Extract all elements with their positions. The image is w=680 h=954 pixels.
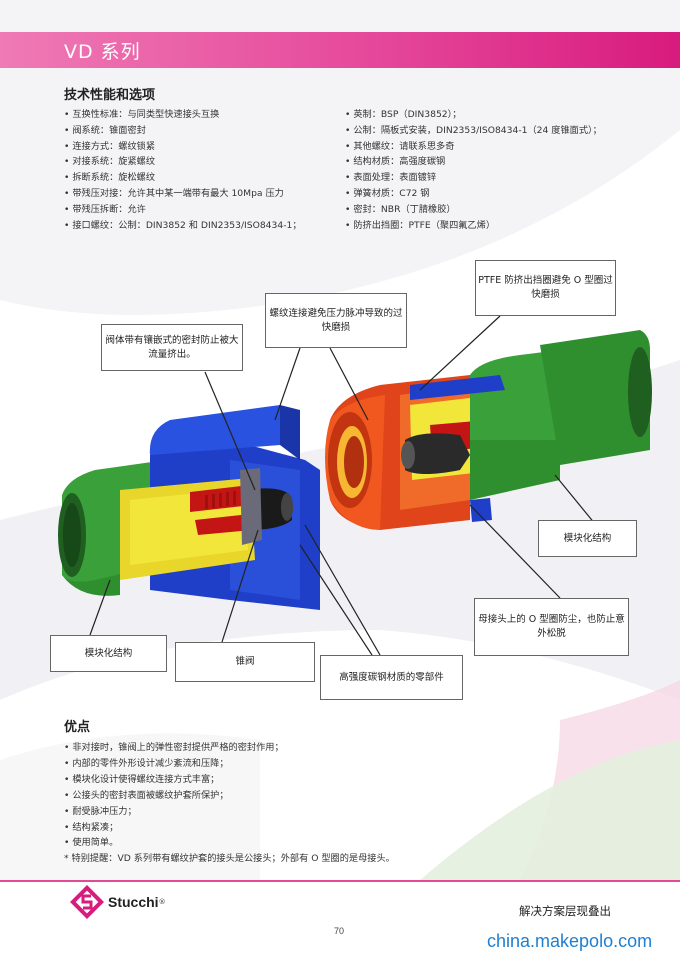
callout-carbon-steel: 高强度碳钢材质的零部件 [320, 655, 463, 700]
specs-left-item: 拆断系统：旋松螺纹 [64, 170, 302, 186]
stucchi-logo-icon [70, 885, 104, 919]
specs-left-item: 接口螺纹：公制：DIN3852 和 DIN2353/ISO8434-1； [64, 218, 301, 234]
specs-right-item: 弹簧材质：C72 钢 [345, 186, 602, 202]
stucchi-logo: Stucchi® [70, 885, 166, 919]
specs-right-list: 英制：BSP（DIN3852）； 公制：隔板式安装，DIN2353/ISO843… [345, 107, 602, 234]
coupling-illustration [58, 315, 652, 656]
specs-title: 技术性能和选项 [64, 88, 156, 103]
header-band [0, 32, 680, 68]
registered-mark: ® [158, 898, 166, 906]
advantage-item: 模块化设计使得螺纹连接方式丰富； [64, 772, 395, 788]
specs-right-item: 公制：隔板式安装，DIN2353/ISO8434-1（24 度锥面式）； [345, 123, 601, 139]
specs-left-item: 带残压对接：允许其中某一端带有最大 10Mpa 压力 [64, 186, 302, 202]
specs-left-item: 对接系统：旋紧螺纹 [64, 154, 302, 170]
footer-divider [0, 880, 680, 882]
specs-left-item: 互换性标准：与同类型快速接头互换 [64, 107, 302, 123]
specs-left-item: 带残压拆断：允许 [64, 202, 302, 218]
slogan: 解决方案层现叠出 [519, 904, 611, 918]
specs-right-item: 英制：BSP（DIN3852）； [345, 107, 602, 123]
specs-left-item: 连接方式：螺纹锁紧 [64, 139, 302, 155]
callout-ptfe-ring: PTFE 防挤出挡圈避免 O 型圈过快磨损 [475, 260, 616, 316]
advantage-item: 使用简单。 [64, 835, 395, 851]
specs-right-item: 表面处理：表面镀锌 [345, 170, 602, 186]
watermark: china.makepolo.com [487, 931, 653, 951]
advantage-item: 公接头的密封表面被螺纹护套所保护； [64, 788, 395, 804]
specs-left-list: 互换性标准：与同类型快速接头互换 阀系统：锥面密封 连接方式：螺纹锁紧 对接系统… [64, 107, 302, 234]
callout-modular-left: 模块化结构 [50, 635, 167, 672]
advantages-title: 优点 [64, 720, 91, 735]
specs-right-item: 防挤出挡圈：PTFE（聚四氟乙烯） [345, 218, 602, 234]
page-title: VD 系列 [64, 41, 141, 63]
advantages-note: * 特别提醒：VD 系列带有螺纹护套的接头是公接头；外部有 O 型圈的是母接头。 [64, 853, 395, 865]
advantage-item: 非对接时，锥阀上的弹性密封提供严格的密封作用； [64, 740, 395, 756]
callout-cone-valve: 锥阀 [175, 642, 315, 682]
specs-right-item: 密封：NBR（丁腈橡胶） [345, 202, 602, 218]
callout-female-oring: 母接头上的 O 型圈防尘，也防止意外松脱 [474, 598, 629, 656]
advantage-item: 内部的零件外形设计减少紊流和压降； [64, 756, 395, 772]
advantage-item: 耐受脉冲压力； [64, 804, 395, 820]
brand-name: Stucchi [108, 894, 159, 910]
callout-modular-right: 模块化结构 [538, 520, 637, 557]
advantages-list: 非对接时，锥阀上的弹性密封提供严格的密封作用； 内部的零件外形设计减少紊流和压降… [64, 740, 395, 867]
callout-valve-seal: 阀体带有镶嵌式的密封防止被大流量挤出。 [101, 324, 243, 371]
specs-right-item: 其他螺纹：请联系思多奇 [345, 139, 602, 155]
specs-left-item: 阀系统：锥面密封 [64, 123, 302, 139]
specs-right-item: 结构材质：高强度碳钢 [345, 154, 602, 170]
advantage-item: 结构紧凑； [64, 820, 395, 836]
female-coupling [325, 330, 652, 530]
callout-thread-connection: 螺纹连接避免压力脉冲导致的过快磨损 [265, 293, 407, 348]
male-coupling [58, 405, 320, 610]
page-number: 70 [334, 926, 345, 936]
